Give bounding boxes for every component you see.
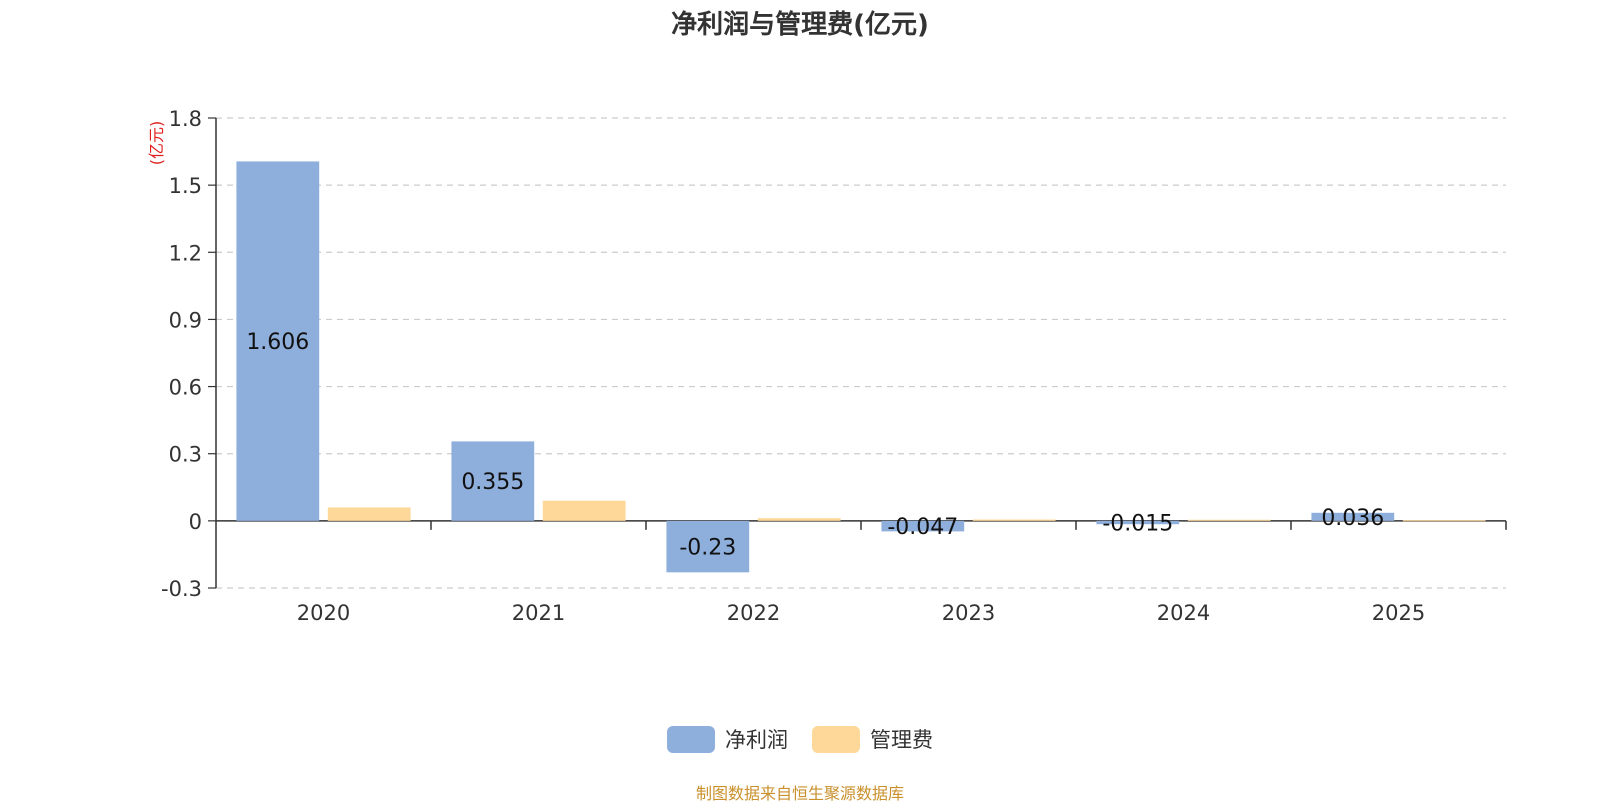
- bar-admin-expense: [972, 519, 1056, 521]
- y-tick-label: 0: [189, 510, 202, 534]
- x-tick-label: 2025: [1372, 601, 1425, 625]
- y-tick-label: 1.5: [169, 174, 202, 198]
- bar-admin-expense: [327, 507, 411, 521]
- data-label: -0.047: [887, 515, 958, 540]
- x-tick-label: 2021: [512, 601, 565, 625]
- x-tick-label: 2023: [942, 601, 995, 625]
- bar-chart: -0.3 0 0.3 0.6 0.9 1.2 1.5 1.8(亿元) 2020 2021 2022 2…: [147, 107, 1507, 625]
- legend-swatch-admin-expense: [812, 725, 860, 753]
- x-tick-label: 2020: [297, 601, 350, 625]
- y-tick-label: -0.3: [161, 577, 202, 601]
- legend-swatch-net-profit: [667, 725, 715, 753]
- x-tick-label: 2024: [1157, 601, 1210, 625]
- y-axis-unit-label: (亿元): [147, 121, 166, 166]
- bar-admin-expense: [542, 500, 626, 521]
- data-label: -0.015: [1102, 512, 1173, 537]
- y-tick-label: 1.2: [169, 241, 202, 265]
- chart-title: 净利润与管理费(亿元): [671, 10, 929, 40]
- data-label: 1.606: [246, 330, 309, 355]
- bar-net-profit: [666, 520, 750, 573]
- legend-label-net-profit: 净利润: [725, 728, 788, 752]
- bar-admin-expense: [757, 518, 841, 521]
- bar-net-profit: [1096, 520, 1180, 525]
- bar-admin-expense: [1402, 520, 1486, 522]
- data-label: 0.355: [461, 470, 524, 495]
- bar-net-profit: [451, 441, 535, 521]
- legend-item-admin-expense[interactable]: 管理费: [812, 724, 933, 754]
- source-note: 制图数据来自恒生聚源数据库: [695, 784, 904, 803]
- y-tick-label: 1.8: [169, 107, 202, 131]
- legend-item-net-profit[interactable]: 净利润: [667, 724, 788, 754]
- bar-net-profit: [236, 161, 320, 521]
- y-tick-label: 0.9: [169, 308, 202, 332]
- data-label: 0.036: [1321, 506, 1384, 531]
- bar-admin-expense: [1187, 519, 1271, 521]
- x-tick-label: 2022: [727, 601, 780, 625]
- y-tick-label: 0.6: [169, 376, 202, 400]
- legend-label-admin-expense: 管理费: [870, 728, 933, 752]
- legend: 净利润 管理费: [0, 724, 1600, 754]
- bar-net-profit: [881, 520, 965, 532]
- y-tick-label: 0.3: [169, 443, 202, 467]
- data-label: -0.23: [679, 536, 736, 561]
- bar-net-profit: [1311, 512, 1395, 521]
